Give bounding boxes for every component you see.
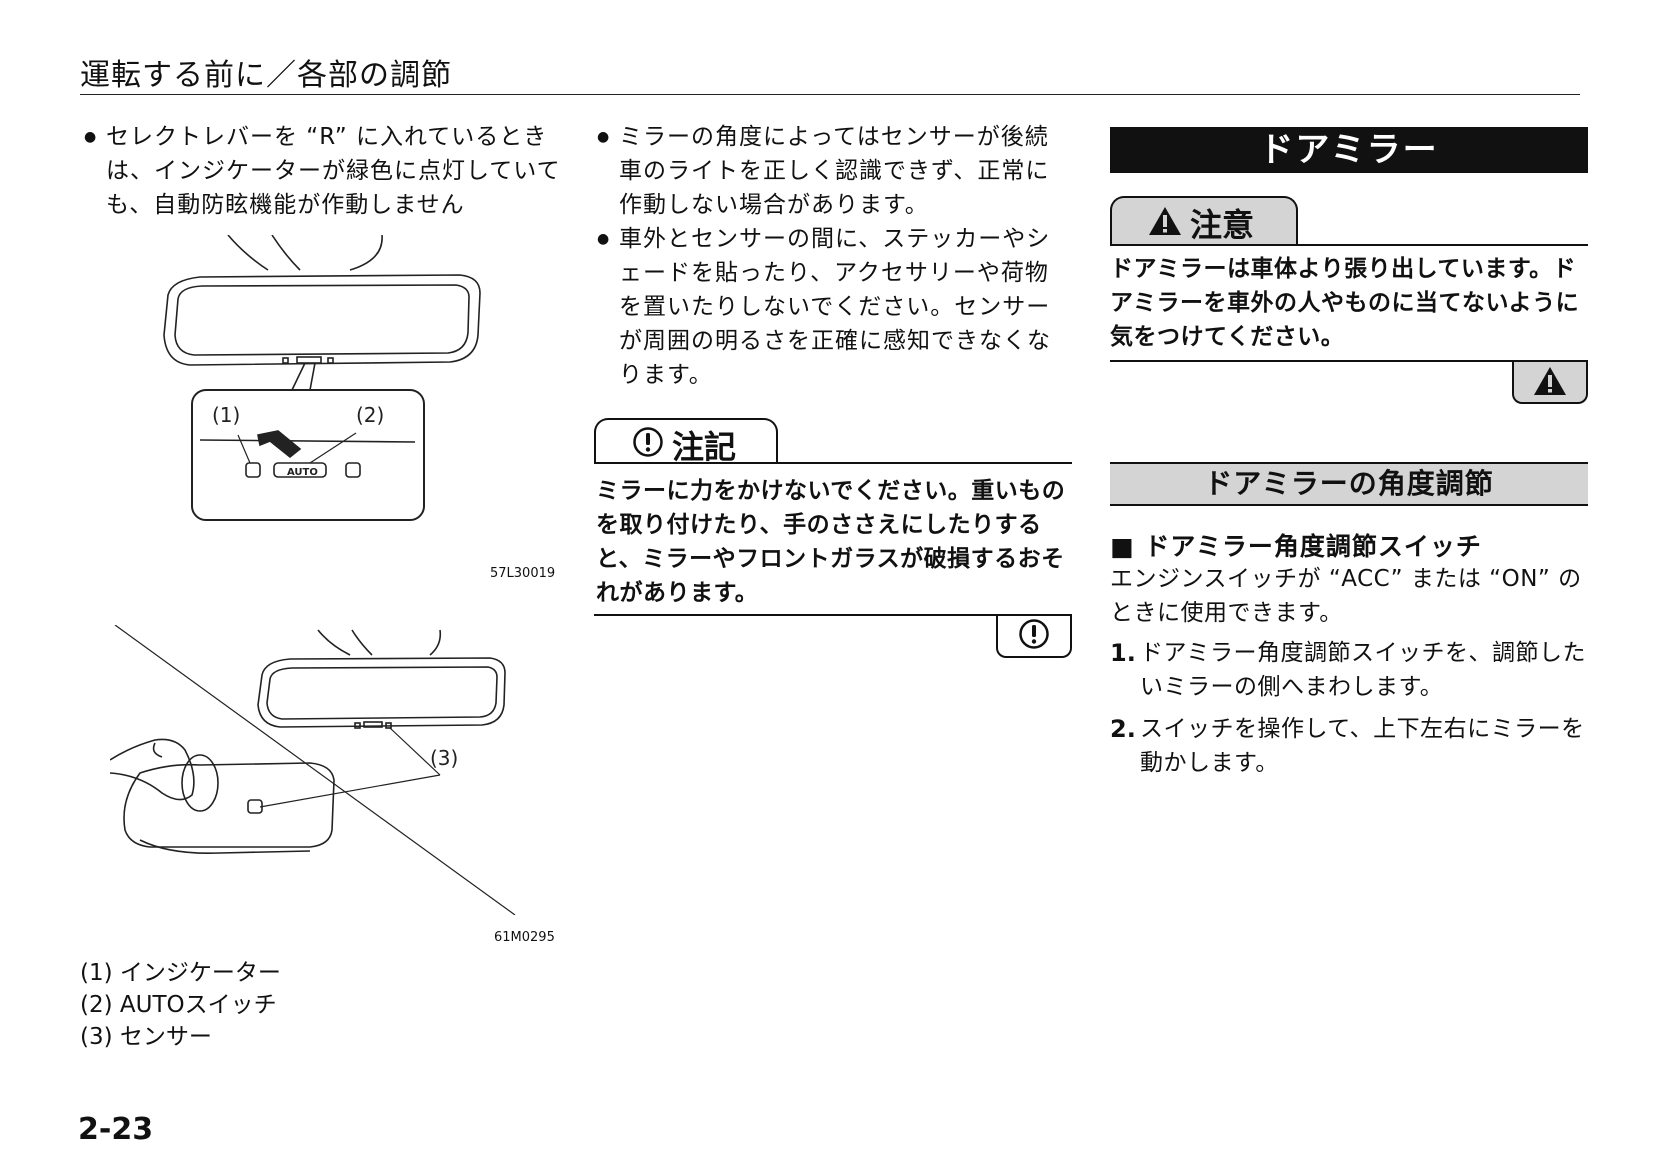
auto-switch-label: AUTO xyxy=(287,467,318,478)
note-divider-top xyxy=(594,462,1072,464)
bullet-item: ● ミラーの角度によってはセンサーが後続車のライトを正しく認識できず、正常に作動… xyxy=(597,120,1072,222)
step-item: 2. スイッチを操作して、上下左右にミラーを動かします。 xyxy=(1110,712,1590,780)
section-title: ドアミラー xyxy=(1110,127,1588,173)
step-number: 2. xyxy=(1110,715,1136,743)
note-label-tab: 注記 xyxy=(594,418,778,466)
subsection-title: ドアミラーの角度調節 xyxy=(1110,462,1588,506)
bullet-item: ● 車外とセンサーの間に、ステッカーやシェードを貼ったり、アクセサリーや荷物を置… xyxy=(597,222,1072,392)
note-end-marker xyxy=(996,616,1072,658)
mirror-sensor-illustration: (3) xyxy=(110,625,516,915)
legend-item-sensor: (3) センサー xyxy=(80,1024,212,1050)
figure-code: 61M0295 xyxy=(494,930,555,945)
bullet-text: 車外とセンサーの間に、ステッカーやシェードを貼ったり、アクセサリーや荷物を置いた… xyxy=(619,226,1051,388)
bullet-dot-icon: ● xyxy=(597,129,610,145)
intro-text: エンジンスイッチが “ACC” または “ON” のときに使用できます。 xyxy=(1110,566,1582,626)
step-text: スイッチを操作して、上下左右にミラーを動かします。 xyxy=(1140,716,1585,776)
bullet-dot-icon: ● xyxy=(84,129,97,145)
step-item: 1. ドアミラー角度調節スイッチを、調節したいミラーの側へまわします。 xyxy=(1110,636,1590,704)
legend-item-auto-switch: (2) AUTOスイッチ xyxy=(80,992,277,1018)
header-divider xyxy=(80,94,1580,95)
callout-3-label: (3) xyxy=(430,746,458,770)
step-text: ドアミラー角度調節スイッチを、調節したいミラーの側へまわします。 xyxy=(1140,640,1587,700)
switch-heading: ■ ドアミラー角度調節スイッチ xyxy=(1110,532,1482,561)
callout-1-label: (1) xyxy=(212,403,240,427)
caution-divider-top xyxy=(1110,244,1588,246)
caution-label: 注意 xyxy=(1190,206,1255,244)
caution-end-marker xyxy=(1512,362,1588,404)
bullet-text: ミラーの角度によってはセンサーが後続車のライトを正しく認識できず、正常に作動しな… xyxy=(619,124,1050,218)
bullet-text: セレクトレバーを “R” に入れているときは、インジケーターが緑色に点灯していて… xyxy=(106,124,561,218)
bullet-item: ● セレクトレバーを “R” に入れているときは、インジケーターが緑色に点灯して… xyxy=(84,120,564,222)
note-label: 注記 xyxy=(672,428,737,466)
warning-triangle-icon xyxy=(1534,367,1566,395)
figure-code: 57L30019 xyxy=(490,566,556,581)
caution-divider-bottom xyxy=(1110,360,1588,362)
caution-label-tab: 注意 xyxy=(1110,196,1298,244)
note-divider-bottom xyxy=(594,614,1072,616)
callout-2-label: (2) xyxy=(356,403,384,427)
exclamation-circle-icon xyxy=(1019,619,1049,649)
note-body-text: ミラーに力をかけないでください。重いものを取り付けたり、手のささえにしたりすると… xyxy=(596,478,1066,606)
warning-triangle-icon xyxy=(1149,207,1181,235)
caution-body-text: ドアミラーは車体より張り出しています。ドアミラーを車外の人やものに当てないように… xyxy=(1110,256,1580,350)
legend-item-indicator: (1) インジケーター xyxy=(80,960,281,986)
mirror-indicator-illustration: (1) (2) AUTO xyxy=(163,235,481,521)
page-header-title: 運転する前に／各部の調節 xyxy=(80,58,452,93)
bullet-dot-icon: ● xyxy=(597,231,610,247)
step-number: 1. xyxy=(1110,639,1136,667)
exclamation-circle-icon xyxy=(633,427,663,457)
page-number: 2-23 xyxy=(78,1112,154,1147)
